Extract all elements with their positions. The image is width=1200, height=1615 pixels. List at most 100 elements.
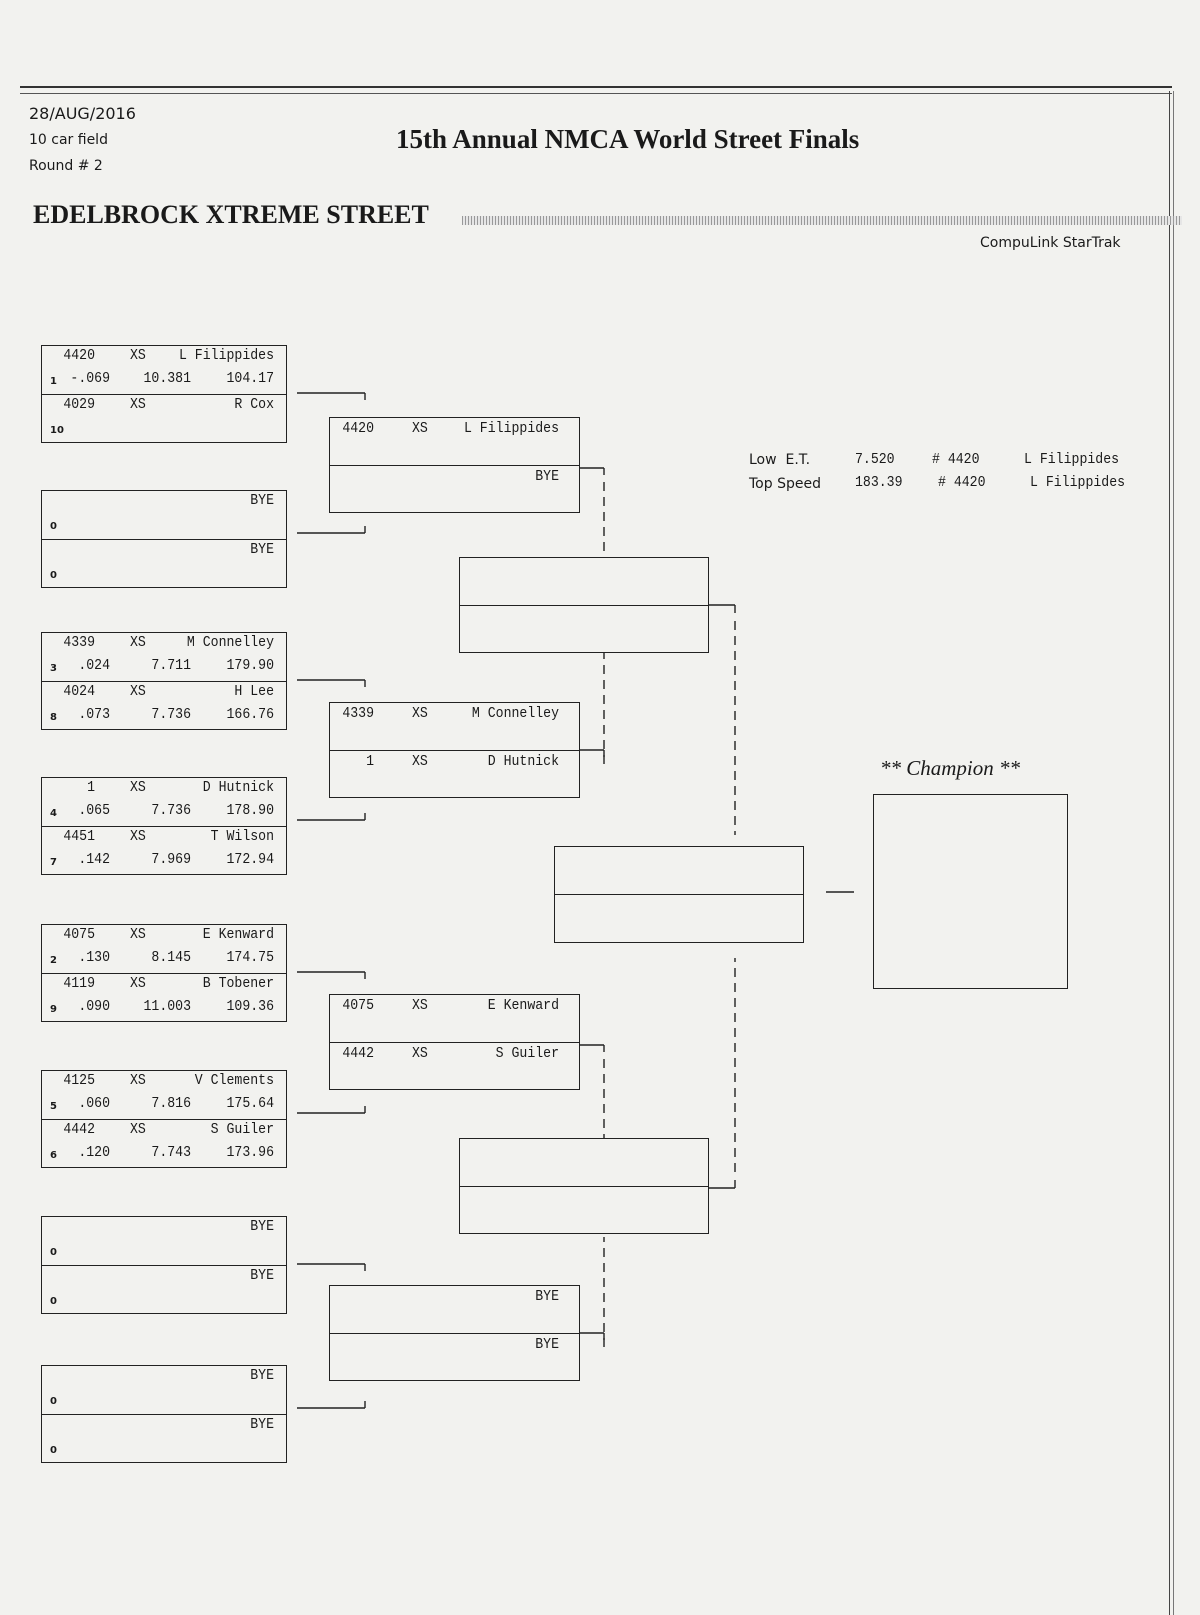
lane: BYE (330, 464, 579, 512)
car-class: XS (130, 974, 146, 992)
lane (460, 604, 708, 652)
car-number: 4119 (63, 974, 95, 992)
driver-name: V Clements (194, 1072, 274, 1089)
car-number: 4339 (342, 705, 374, 722)
field-size: 10 car field (29, 132, 108, 148)
driver-name: E Kenward (202, 926, 274, 943)
elapsed-time: 7.736 (151, 802, 191, 819)
round-3-match-2 (459, 1138, 709, 1234)
reaction-time: .024 (78, 657, 110, 674)
round-number: Round # 2 (29, 158, 103, 174)
car-number: 4420 (63, 347, 95, 364)
elapsed-time: 7.711 (151, 657, 191, 674)
car-number: 1 (366, 752, 374, 770)
elapsed-time: 8.145 (151, 949, 191, 966)
lane: BYE (330, 1332, 579, 1380)
title-hatch-bar (462, 216, 1182, 225)
champion-box (873, 794, 1068, 989)
header-rule (20, 86, 1172, 94)
driver-name: E Kenward (487, 997, 559, 1014)
seed-number: 0 (50, 569, 57, 581)
seed-number: 7 (50, 856, 57, 868)
driver-name: S Guiler (495, 1044, 559, 1062)
driver-name: H Lee (234, 682, 274, 700)
lane: BYE (330, 1286, 579, 1333)
car-class: XS (412, 705, 428, 722)
stat-car: # 4420 (932, 451, 980, 468)
elapsed-time: 7.736 (151, 705, 191, 723)
seed-number: 2 (50, 955, 57, 966)
seed-number: 0 (50, 1396, 57, 1407)
reaction-time: -.069 (70, 370, 110, 387)
seed-number: 1 (50, 376, 57, 387)
seed-number: 6 (50, 1149, 57, 1161)
car-class: XS (412, 752, 428, 770)
car-class: XS (412, 420, 428, 437)
lane (555, 894, 803, 941)
seed-number: 3 (50, 663, 57, 674)
speed-mph: 178.90 (226, 802, 274, 819)
car-number: 4339 (63, 634, 95, 651)
driver-name: BYE (535, 1288, 559, 1305)
car-class: XS (130, 926, 146, 943)
car-class: XS (130, 1120, 146, 1138)
driver-name: BYE (250, 1218, 274, 1235)
car-class: XS (412, 1044, 428, 1062)
seed-number: 0 (50, 1444, 57, 1456)
stat-driver: L Filippides (1024, 451, 1120, 468)
driver-name: BYE (250, 1367, 274, 1384)
stat-driver: L Filippides (1030, 474, 1126, 491)
driver-name: B Tobener (202, 974, 274, 992)
elapsed-time: 10.381 (143, 370, 191, 387)
driver-name: BYE (250, 492, 274, 509)
elapsed-time: 7.816 (151, 1095, 191, 1112)
lane (460, 558, 708, 605)
seed-number: 0 (50, 521, 57, 532)
lane: BYE 0 (42, 491, 286, 539)
car-class: XS (130, 779, 146, 796)
reaction-time: .120 (78, 1143, 110, 1161)
stat-value: 7.520 (855, 451, 895, 468)
car-number: 4420 (342, 420, 374, 437)
speed-mph: 174.75 (226, 949, 274, 966)
car-number: 4075 (342, 997, 374, 1014)
reaction-time: .060 (78, 1095, 110, 1112)
lane: BYE 0 (42, 1366, 286, 1414)
speed-mph: 172.94 (226, 850, 274, 868)
seed-number: 5 (50, 1101, 57, 1112)
seed-number: 0 (50, 1247, 57, 1258)
lane (460, 1185, 708, 1233)
speed-mph: 179.90 (226, 657, 274, 674)
seed-number: 0 (50, 1295, 57, 1307)
elapsed-time: 7.743 (151, 1143, 191, 1161)
driver-name: BYE (250, 1415, 274, 1433)
stat-car: # 4420 (938, 474, 986, 491)
event-date: 28/AUG/2016 (29, 104, 136, 123)
round-3-match-1 (459, 557, 709, 653)
lane: BYE 0 (42, 1217, 286, 1265)
stat-value: 183.39 (855, 474, 903, 491)
class-title: EDELBROCK XTREME STREET (33, 200, 429, 229)
car-number: 1 (87, 779, 95, 796)
